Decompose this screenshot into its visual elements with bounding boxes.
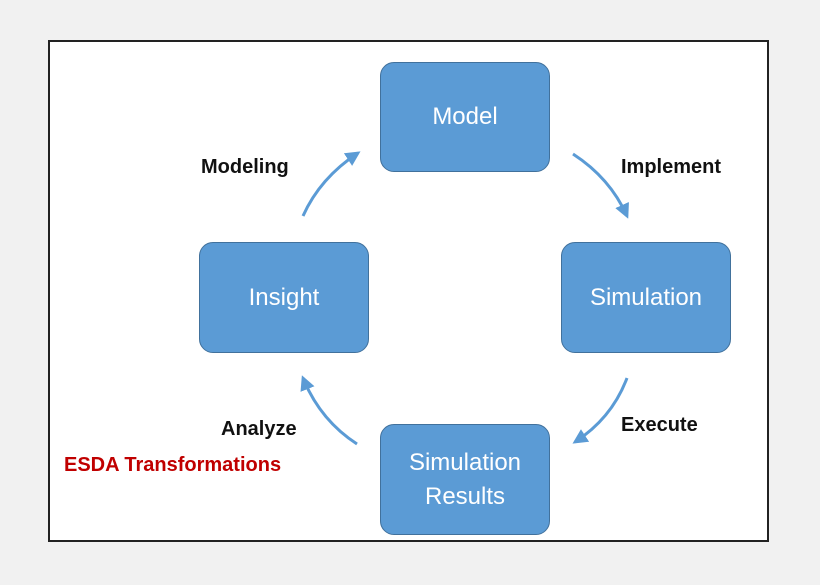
insight-node: Insight (199, 242, 369, 353)
analyze-label: Analyze (221, 418, 297, 440)
simulation-node: Simulation (561, 242, 731, 353)
arrow-results-to-insight (300, 375, 358, 446)
insight-label: Insight (248, 283, 320, 311)
arrow-simulation-to-results (572, 377, 629, 444)
simulation-results-label-line2: Results (424, 482, 506, 510)
esda-transformations-label: ESDA Transformations (64, 454, 282, 476)
implement-label: Implement (621, 156, 722, 178)
execute-label: Execute (621, 414, 698, 436)
model-node: Model (380, 62, 550, 172)
arrow-insight-to-model (301, 151, 361, 217)
simulation-label: Simulation (589, 283, 703, 311)
simulation-results-label-line1: Simulation (408, 448, 522, 476)
model-label: Model (432, 103, 498, 130)
modeling-label: Modeling (201, 156, 289, 178)
simulation-results-node: Simulation Results (380, 424, 550, 535)
arrow-model-to-simulation (572, 152, 629, 219)
